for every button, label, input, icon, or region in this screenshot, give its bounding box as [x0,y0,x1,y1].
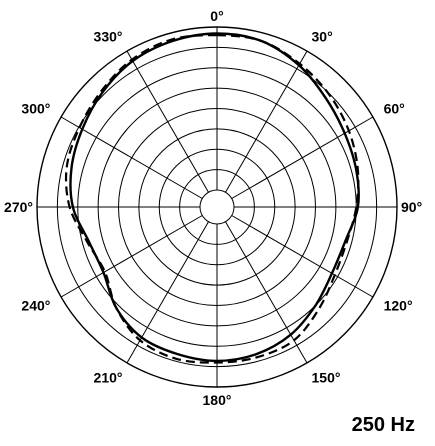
angle-label-0: 0° [210,8,223,24]
angle-label-180: 180° [203,392,232,408]
angle-label-270: 270° [4,199,33,215]
polar-spoke [225,221,308,364]
angle-label-120: 120° [384,298,413,314]
angle-label-240: 240° [21,298,50,314]
angle-label-60: 60° [384,101,405,117]
polar-spoke [225,50,308,193]
angle-label-330: 330° [94,28,123,44]
angle-label-210: 210° [94,370,123,386]
polar-series-layer [64,32,360,364]
angle-labels: 0° 30° 60° 90° 120° 150° 180° 210° 240° 270° 300° 3… [4,8,422,408]
polar-spoke [126,221,209,364]
angle-label-90: 90° [401,199,422,215]
frequency-label: 250 Hz [351,414,415,436]
polar-spoke [60,215,203,298]
polar-spoke [231,116,374,199]
polar-ring [199,189,235,225]
angle-label-300: 300° [21,101,50,117]
polar-spoke [60,116,203,199]
angle-label-30: 30° [312,28,333,44]
polar-series-solid [69,32,360,363]
polar-spoke [126,50,209,193]
polar-grid-spokes [37,27,397,387]
angle-label-150: 150° [312,370,341,386]
polar-series-dashed [64,34,360,364]
polar-spoke [231,215,374,298]
